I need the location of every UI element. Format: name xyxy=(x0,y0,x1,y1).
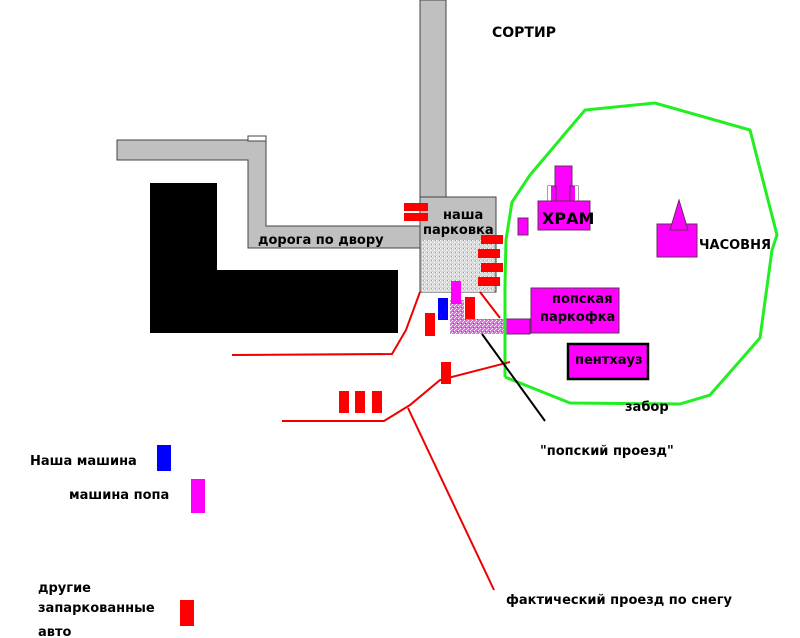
legend-other-cars-swatch xyxy=(180,600,194,626)
chapel-label: ЧАСОВНЯ xyxy=(699,238,771,253)
fence-label: забор xyxy=(625,400,669,415)
snow-paths xyxy=(231,291,511,591)
priest-parking-label-1: попская xyxy=(552,292,613,307)
priest-driveway-snow xyxy=(450,300,464,320)
penthouse xyxy=(566,342,650,381)
road-cap xyxy=(247,135,267,142)
our-parking-label-1: наша xyxy=(443,208,483,223)
car xyxy=(478,277,500,286)
legend-priest-car-swatch xyxy=(191,479,205,513)
fence xyxy=(503,101,779,406)
temple: ХРАМ xyxy=(537,165,594,231)
penthouse-label: пентхауз xyxy=(575,353,643,368)
priest-driveway xyxy=(505,318,531,335)
car xyxy=(478,249,500,258)
car xyxy=(404,203,428,211)
legend-priest-car-label: машина попа xyxy=(69,488,169,503)
toilet-label: СОРТИР xyxy=(492,25,556,41)
legend-our-car-label: Наша машина xyxy=(30,454,137,469)
legend-our-car-swatch xyxy=(157,445,171,471)
car xyxy=(355,391,365,413)
priest-parking-label-2: паркофка xyxy=(540,310,615,325)
legend: Наша машина машина попа другие запаркова… xyxy=(30,445,205,638)
car xyxy=(425,313,435,336)
actual-snow-path-label: фактический проезд по снегу xyxy=(506,593,733,608)
car xyxy=(465,297,475,319)
other-cars xyxy=(339,203,503,413)
house-building xyxy=(150,183,398,333)
legend-other-cars-label-3: авто xyxy=(38,625,72,638)
priest-car xyxy=(451,281,461,304)
chapel xyxy=(656,198,698,258)
car xyxy=(372,391,382,413)
yard-road-label: дорога по двору xyxy=(258,233,384,248)
priest-driveway-label: "попский проезд" xyxy=(540,444,674,459)
car xyxy=(481,263,503,272)
legend-other-cars-label-1: другие xyxy=(38,581,91,596)
priest-driveway-pointer xyxy=(481,333,546,422)
temple-label: ХРАМ xyxy=(542,209,594,228)
priest-driveway-snow xyxy=(450,319,506,334)
legend-other-cars-label-2: запаркованные xyxy=(38,601,155,616)
our-parking-label-2: парковка xyxy=(423,223,494,238)
small-pink-box xyxy=(517,217,529,236)
car xyxy=(404,213,428,221)
our-car xyxy=(438,298,448,320)
car xyxy=(339,391,349,413)
car xyxy=(441,362,451,384)
car xyxy=(481,235,503,244)
priest-parking xyxy=(530,287,620,334)
